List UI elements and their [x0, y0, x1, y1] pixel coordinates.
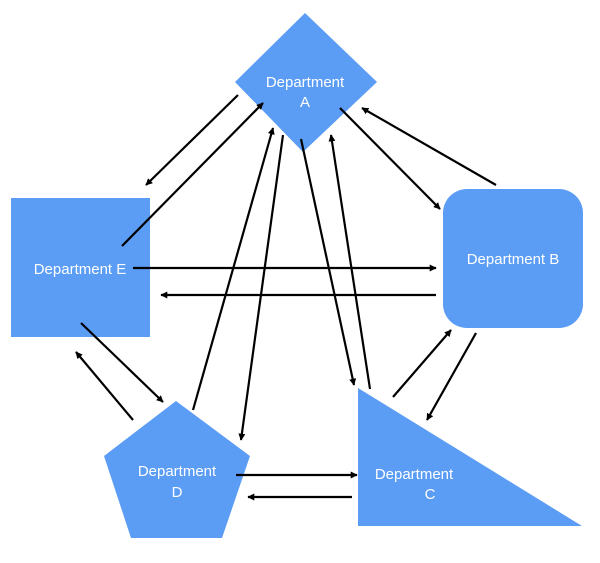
arrow-a-to-d — [238, 134, 285, 441]
arrow-b-to-a — [361, 107, 497, 186]
node-d-label-line2: D — [172, 484, 183, 501]
right-triangle-shape — [358, 388, 582, 526]
node-b-label: Department B — [467, 251, 560, 268]
node-department-e[interactable]: Department E — [11, 198, 150, 337]
node-c-label-line2: C — [425, 486, 436, 503]
node-c-label-line1: Department — [375, 466, 454, 483]
arrow-e-to-d — [80, 322, 164, 403]
edges — [75, 94, 497, 501]
pentagon-shape — [104, 401, 250, 538]
arrow-a-to-b — [339, 107, 441, 210]
node-department-d[interactable]: Department D — [104, 401, 250, 538]
arrow-d-to-e — [75, 351, 134, 421]
arrow-a-to-c — [299, 138, 357, 386]
arrow-b-to-c — [426, 332, 477, 421]
node-department-b[interactable]: Department B — [443, 189, 583, 328]
node-a-label-line2: A — [300, 94, 310, 111]
arrow-e-to-a — [121, 102, 264, 247]
rounded-square-shape — [443, 189, 583, 328]
node-a-label-line1: Department — [266, 74, 345, 91]
node-e-label: Department E — [34, 261, 127, 278]
diamond-shape — [235, 13, 377, 152]
arrow-c-to-a — [328, 134, 372, 390]
square-shape — [11, 198, 150, 337]
arrow-c-to-b — [392, 329, 452, 398]
node-d-label-line1: Department — [138, 463, 217, 480]
node-department-c[interactable]: Department C — [358, 388, 582, 526]
node-department-a[interactable]: Department A — [235, 13, 377, 152]
arrow-a-to-e — [145, 94, 239, 186]
